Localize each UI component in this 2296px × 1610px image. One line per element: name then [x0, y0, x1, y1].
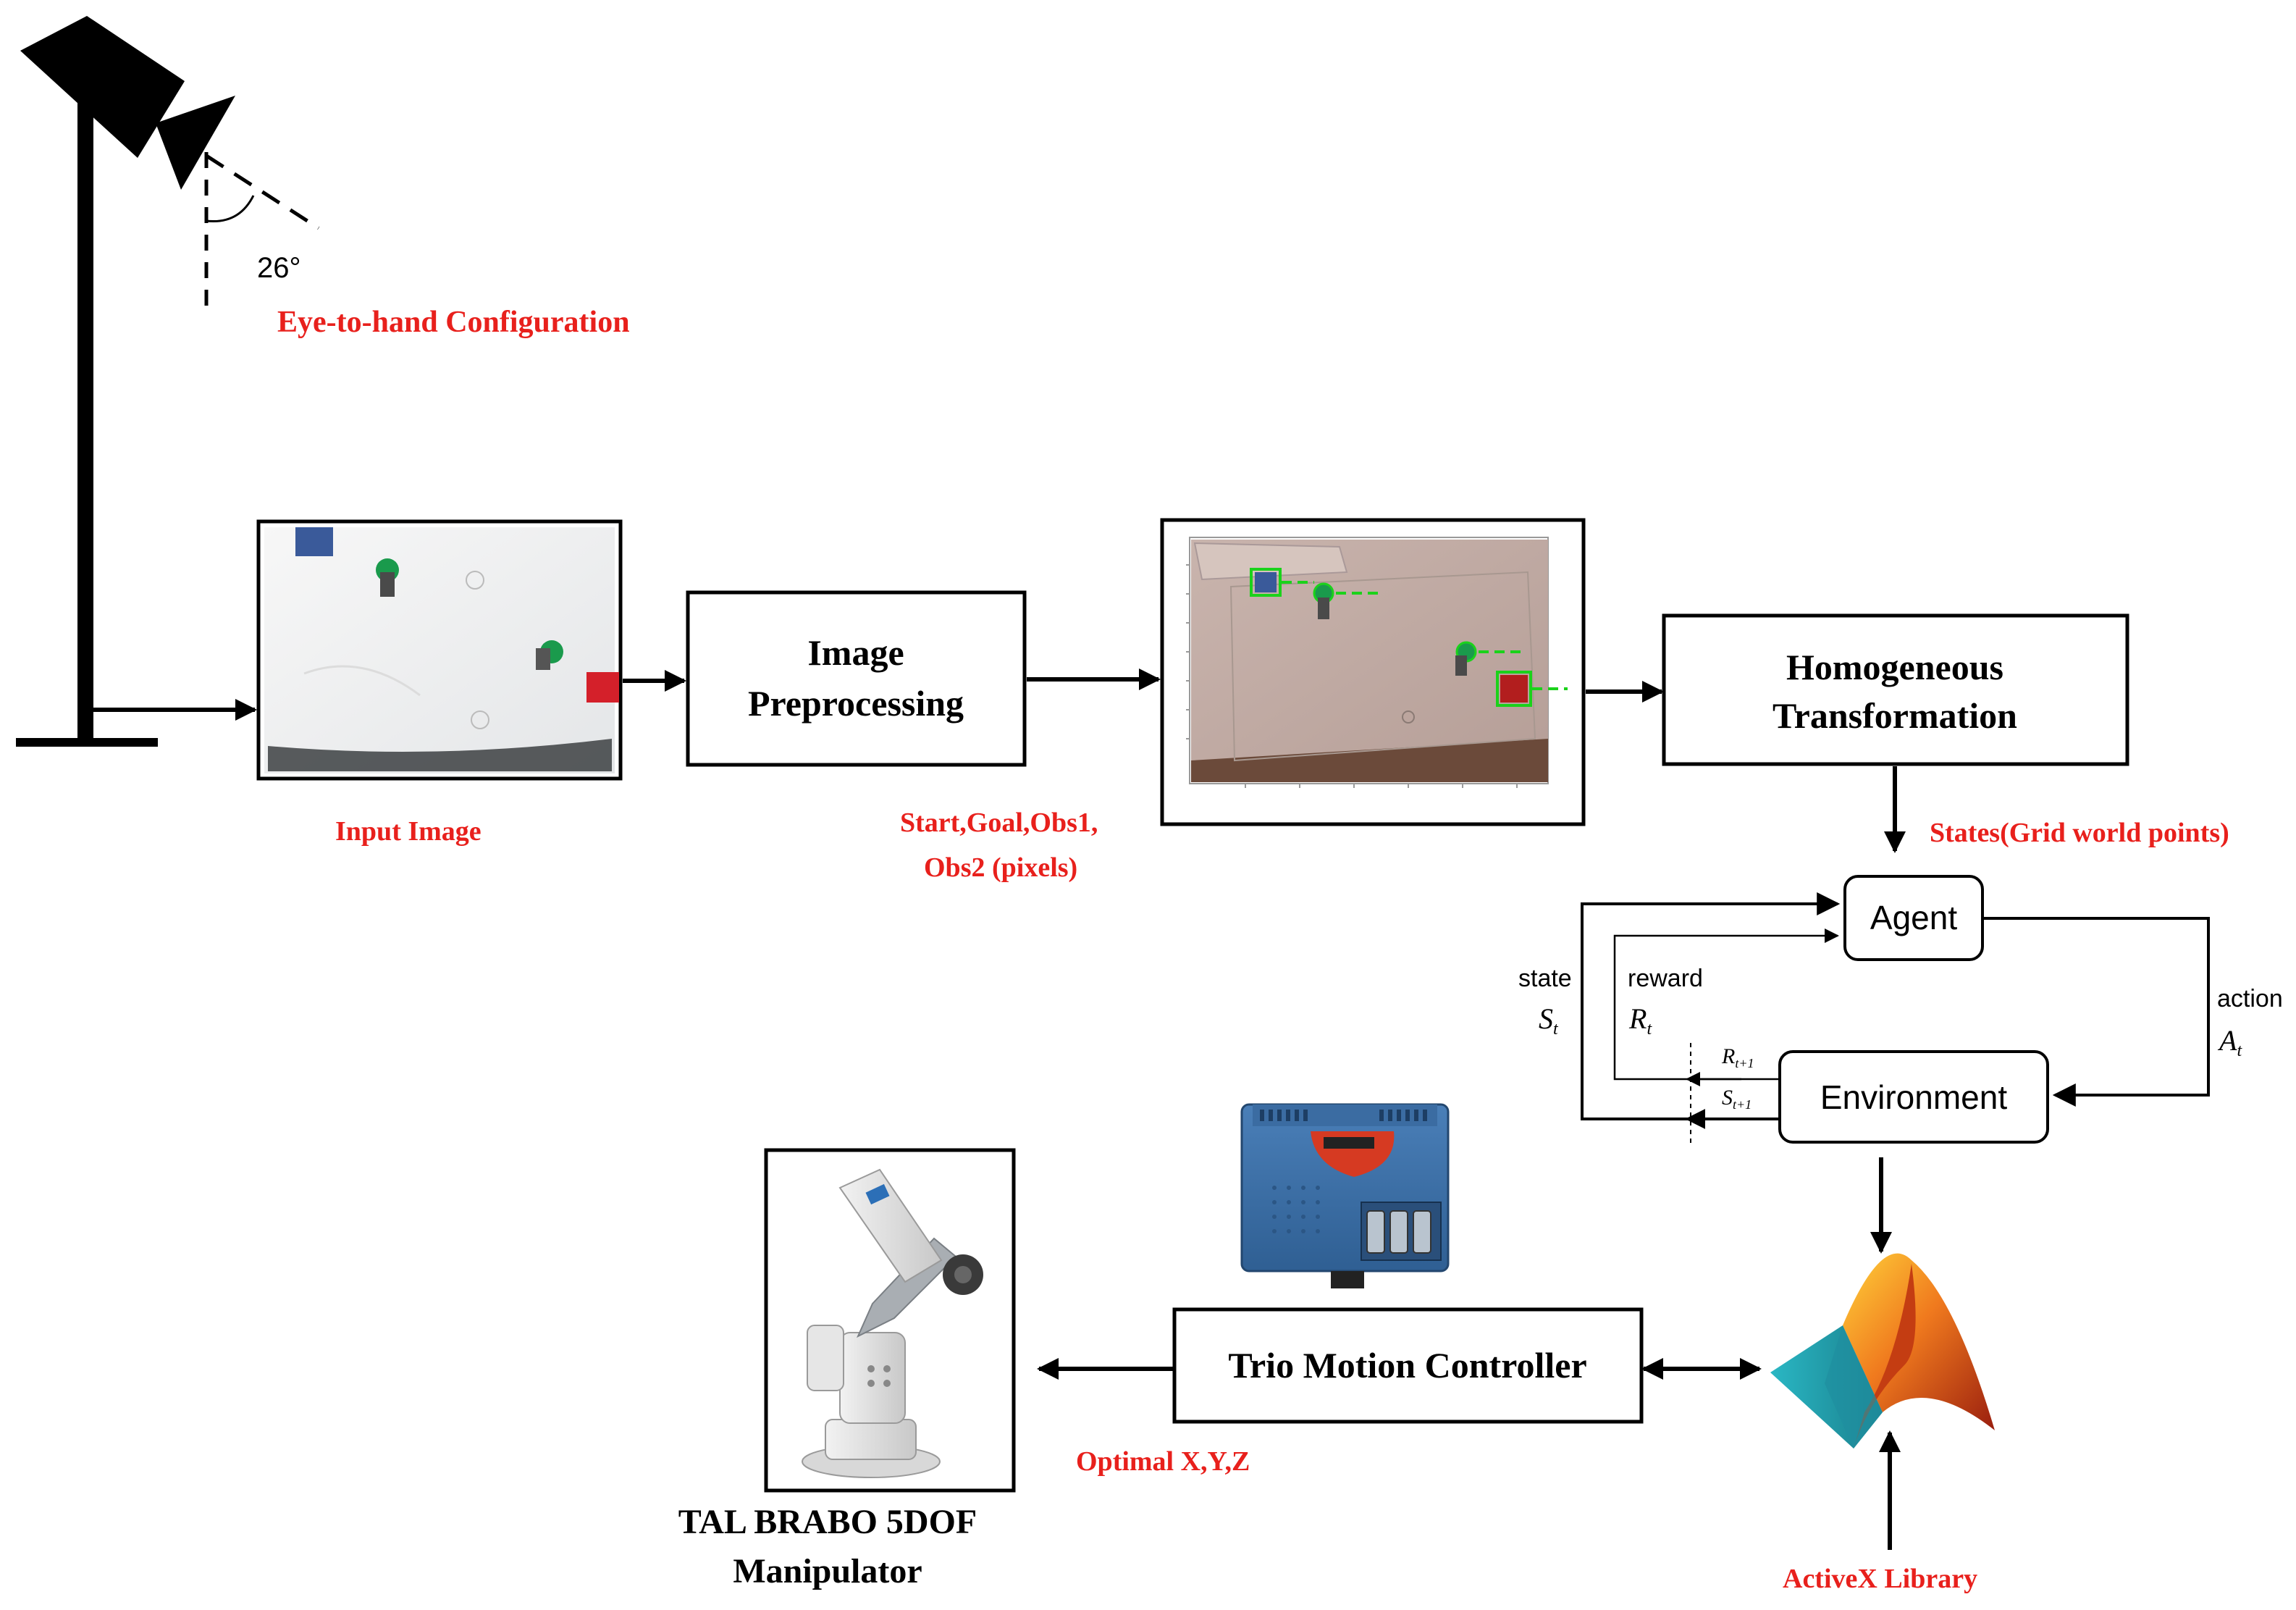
- rl-loop: Agent Environment: [1581, 875, 2210, 1144]
- states-label: States(Grid world points): [1930, 818, 2229, 848]
- detected-start-box: [1250, 568, 1282, 597]
- next-state-symbol: St+1: [1722, 1086, 1752, 1112]
- state-arrow: [1581, 892, 1841, 1120]
- robot-arm-icon: [802, 1168, 983, 1478]
- activex-caption: ActiveX Library: [1783, 1564, 1977, 1594]
- preprocessing-output-line2: Obs2 (pixels): [924, 852, 1077, 883]
- reward-symbol: Rt: [1628, 1002, 1652, 1039]
- action-label: action: [2217, 985, 2283, 1012]
- camera-stand: [16, 101, 158, 747]
- eye-to-hand-label: Eye-to-hand Configuration: [277, 306, 630, 339]
- camera-angle-indicator: [204, 152, 320, 311]
- trio-controller-box: [1172, 1307, 1644, 1424]
- camera-icon: [20, 16, 235, 190]
- detected-start-marker: [1255, 572, 1277, 592]
- optimal-xyz-label: Optimal X,Y,Z: [1076, 1446, 1250, 1477]
- preprocessing-output-line1: Start,Goal,Obs1,: [900, 808, 1098, 838]
- environment-label: Environment: [1820, 1078, 2007, 1116]
- trio-controller-device-icon: [1240, 1103, 1450, 1288]
- action-symbol: At: [2217, 1024, 2242, 1060]
- preprocessing-box: [686, 590, 1027, 767]
- preprocessing-title-line1: Image: [807, 632, 904, 673]
- state-symbol: St: [1539, 1002, 1559, 1039]
- input-image-caption: Input Image: [335, 816, 482, 847]
- action-arrow: [1982, 917, 2210, 1107]
- homogeneous-box: [1662, 613, 2129, 766]
- homogeneous-title-line2: Transformation: [1773, 695, 2017, 736]
- input-image-frame: [256, 519, 623, 781]
- marker-start-blue: [295, 527, 333, 556]
- environment-box: [1778, 1050, 2049, 1144]
- detected-goal-marker: [1500, 675, 1528, 703]
- camera-angle-label: 26°: [257, 252, 301, 284]
- detected-goal-box: [1496, 671, 1532, 707]
- detection-image-frame: [1160, 518, 1586, 826]
- agent-label: Agent: [1870, 899, 1957, 936]
- homogeneous-title-line1: Homogeneous: [1786, 647, 2003, 687]
- next-reward-symbol: Rt+1: [1721, 1044, 1754, 1070]
- matlab-logo-icon: [1770, 1253, 1995, 1448]
- state-label: state: [1518, 965, 1572, 992]
- trio-controller-title: Trio Motion Controller: [1228, 1345, 1586, 1385]
- preprocessing-title-line2: Preprocessing: [748, 683, 964, 724]
- manipulator-caption-line1: TAL BRABO 5DOF: [678, 1503, 977, 1541]
- manipulator-caption-line2: Manipulator: [733, 1552, 922, 1590]
- reward-label: reward: [1628, 965, 1703, 992]
- marker-goal-red: [586, 672, 619, 703]
